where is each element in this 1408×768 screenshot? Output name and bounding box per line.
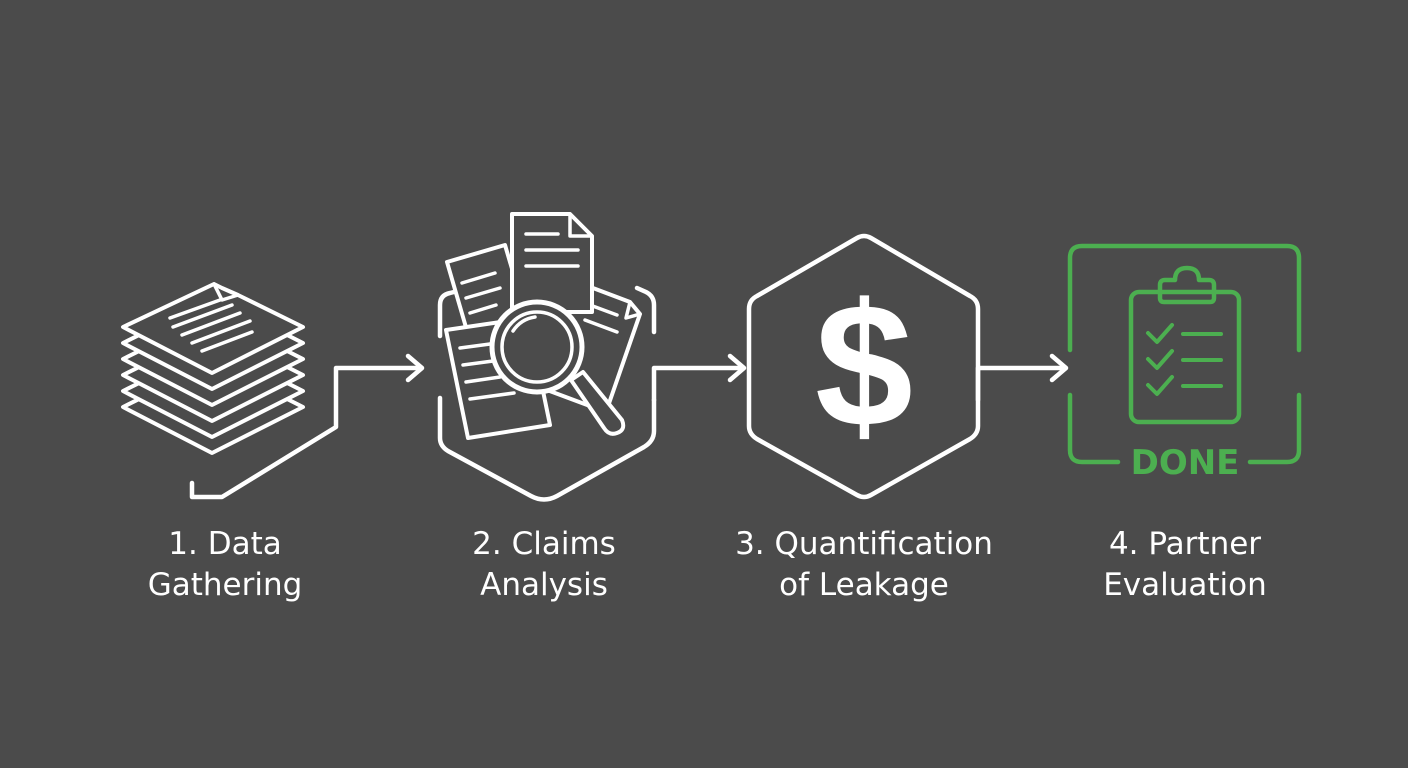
checklist-item-3 xyxy=(1146,375,1223,396)
step-4-label-line-2: Evaluation xyxy=(1103,567,1267,603)
document-top xyxy=(510,212,594,314)
dollar-symbol: $ xyxy=(815,268,913,464)
magnifier xyxy=(489,299,626,436)
connector-arrow-2 xyxy=(651,353,747,403)
step-1-label-line-2: Gathering xyxy=(147,567,303,603)
step-3-label-line-1: 3. Quantification xyxy=(735,526,993,562)
folded-corner xyxy=(212,282,240,302)
connector-arrow-1 xyxy=(189,353,425,500)
text-lines xyxy=(168,298,254,353)
step-3-label: 3. Quantification of Leakage xyxy=(714,524,1014,606)
step-2-label-line-2: Analysis xyxy=(480,567,608,603)
checklist-item-2 xyxy=(1146,349,1223,370)
document-stack-icon xyxy=(121,282,305,455)
hexagon-outline xyxy=(746,233,981,500)
step-1-label: 1. Data Gathering xyxy=(75,524,375,606)
step-1-label-line-1: 1. Data xyxy=(168,526,282,562)
hexagon-outline xyxy=(437,285,657,502)
clipboard-checklist-icon: DONE xyxy=(1067,243,1302,483)
step-4-label-line-1: 4. Partner xyxy=(1108,526,1262,562)
step-2-label-line-1: 2. Claims xyxy=(472,526,616,562)
step-4-label: 4. Partner Evaluation xyxy=(1035,524,1335,606)
stack-sheets xyxy=(121,282,305,455)
done-badge: DONE xyxy=(1131,443,1240,483)
documents-magnifier-icon xyxy=(437,212,657,502)
connector-arrow-3 xyxy=(975,353,1069,403)
clipboard xyxy=(1128,265,1242,425)
checklist-item-1 xyxy=(1146,323,1223,344)
step-3-label-line-2: of Leakage xyxy=(779,567,949,603)
green-frame xyxy=(1067,243,1302,465)
step-2-label: 2. Claims Analysis xyxy=(394,524,694,606)
dollar-hexagon-icon: $ xyxy=(746,233,981,500)
